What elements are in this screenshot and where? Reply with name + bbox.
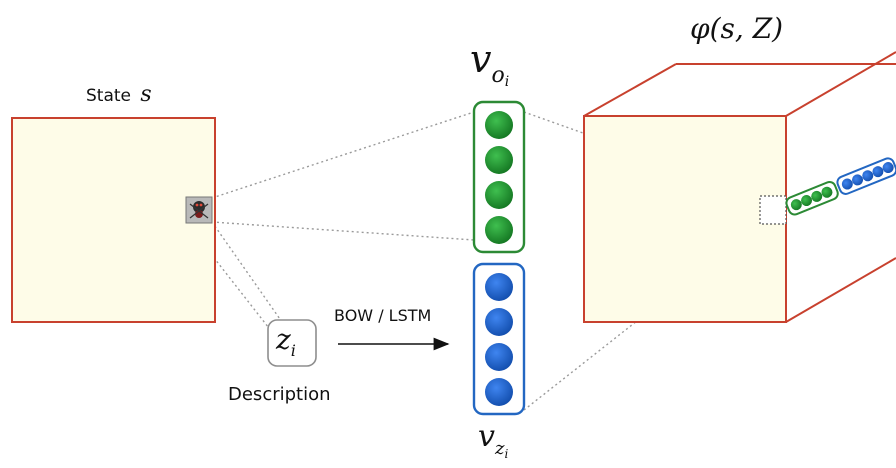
cube-top-face [584,64,896,116]
vz-sub: z [494,438,505,459]
state-variable: s [140,82,152,107]
vz-main: v [478,419,495,454]
spider-sprite-icon [185,196,213,224]
state-label: State s [86,82,152,107]
feature-cell [759,195,787,225]
feature-cube [583,51,896,323]
vz-vector-cells [485,273,513,406]
vo-vector-cells [485,111,513,244]
vz-cell [485,308,513,336]
bow-lstm-label: BOW / LSTM [334,306,432,325]
vo-subsub: i [504,74,510,90]
z-label: zi [276,323,296,359]
state-grid-box [11,117,216,323]
vo-main: v [470,37,492,81]
vz-cell [485,343,513,371]
vz-cell [485,378,513,406]
vo-cell [485,216,513,244]
vo-cell [485,146,513,174]
vz-cell [485,273,513,301]
vz-label: vzi [478,419,508,461]
phi-label: φ(s, Z) [690,12,784,45]
vo-vector-frame [472,100,526,254]
feature-tube [785,157,896,216]
vz-vector-frame [472,262,526,416]
vo-cell [485,111,513,139]
vo-sub: o [491,63,505,88]
z-sub: i [290,341,296,360]
vz-subsub: i [504,447,509,461]
description-label: Description [228,384,331,405]
state-title: State [86,86,131,106]
projection-lines-left [185,111,475,333]
cube-front-face [583,115,787,323]
z-main: z [276,323,291,356]
vo-cell [485,181,513,209]
vo-label: voi [470,37,509,89]
description-box [267,319,317,367]
